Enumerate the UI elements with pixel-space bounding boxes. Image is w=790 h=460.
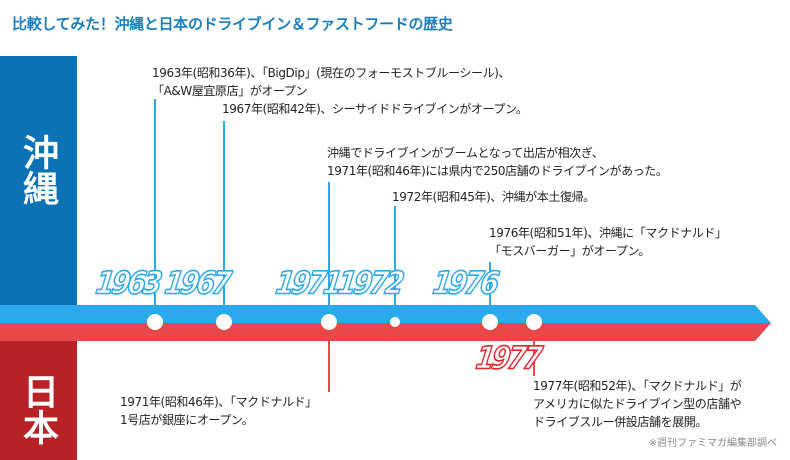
note-line: 1967年(昭和42年)、シーサイドドライブインがオープン。 xyxy=(222,102,528,116)
year-label-1976: 1976 xyxy=(430,265,500,302)
connector-1963 xyxy=(154,99,156,322)
connector-1971 xyxy=(328,182,330,322)
note-line: 1976年(昭和51年)、沖縄に「マクドナルド」 xyxy=(489,226,727,240)
event-note-japan-1971: 1971年(昭和46年)、「マクドナルド」 1号店が銀座にオープン。 xyxy=(120,393,317,429)
timeline-dot-1971 xyxy=(321,314,337,330)
connector-japan-1977 xyxy=(533,322,535,376)
connector-1972 xyxy=(394,206,396,322)
event-note-1971: 沖縄でドライブインがブームとなって出店が相次ぎ、 1971年(昭和46年)には県… xyxy=(327,144,668,180)
note-line: 1971年(昭和46年)には県内で250店舗のドライブインがあった。 xyxy=(327,164,668,178)
note-line: 1号店が銀座にオープン。 xyxy=(120,413,254,427)
note-line: ドライブスルー併設店舗を展開。 xyxy=(533,415,708,429)
timeline-dot-1977 xyxy=(526,314,542,330)
event-note-1967: 1967年(昭和42年)、シーサイドドライブインがオープン。 xyxy=(222,100,528,118)
note-line: 「モスバーガー」がオープン。 xyxy=(489,244,650,258)
event-note-1972: 1972年(昭和45年)、沖縄が本土復帰。 xyxy=(392,188,595,206)
event-note-1976: 1976年(昭和51年)、沖縄に「マクドナルド」 「モスバーガー」がオープン。 xyxy=(489,224,727,260)
event-note-1963: 1963年(昭和36年)、「BigDip」(現在のフォーモストブルーシール)、 … xyxy=(152,64,510,100)
okinawa-label: 沖縄 xyxy=(17,134,59,206)
timeline-dot-1967 xyxy=(216,314,232,330)
year-label-1967: 1967 xyxy=(162,265,232,302)
okinawa-section-label: 沖縄 xyxy=(0,56,77,305)
connector-japan-1971 xyxy=(328,322,330,392)
japan-band xyxy=(0,323,771,341)
page-title: 比較してみた！沖縄と日本のドライブイン＆ファストフードの歴史 xyxy=(12,15,453,33)
timeline-dot-1976 xyxy=(482,314,498,330)
year-label-1977: 1977 xyxy=(473,340,543,377)
connector-1967 xyxy=(223,121,225,322)
note-line: 1977年(昭和52年)、「マクドナルド」が xyxy=(533,379,742,393)
note-line: 1971年(昭和46年)、「マクドナルド」 xyxy=(120,395,317,409)
source-footnote: ※週刊ファミマガ編集部調べ xyxy=(648,438,777,449)
note-line: 沖縄でドライブインがブームとなって出店が相次ぎ、 xyxy=(327,146,604,160)
timeline-arrow xyxy=(0,305,771,341)
connector-1976 xyxy=(489,262,491,322)
year-label-1971: 1971 xyxy=(273,265,343,302)
note-line: 1963年(昭和36年)、「BigDip」(現在のフォーモストブルーシール)、 xyxy=(152,66,511,80)
okinawa-band xyxy=(0,305,771,323)
timeline-dot-1963 xyxy=(147,314,163,330)
japan-section-label: 日本 xyxy=(0,341,77,460)
japan-label: 日本 xyxy=(17,373,59,445)
note-line: 「A&W屋宜原店」がオープン xyxy=(152,84,308,98)
note-line: 1972年(昭和45年)、沖縄が本土復帰。 xyxy=(392,190,595,204)
year-label-1972: 1972 xyxy=(335,265,405,302)
note-line: アメリカに似たドライブイン型の店舗や xyxy=(533,397,742,411)
timeline-dot-1972 xyxy=(390,317,400,327)
event-note-japan-1977: 1977年(昭和52年)、「マクドナルド」が アメリカに似たドライブイン型の店舗… xyxy=(533,377,742,431)
year-label-1963: 1963 xyxy=(93,265,163,302)
